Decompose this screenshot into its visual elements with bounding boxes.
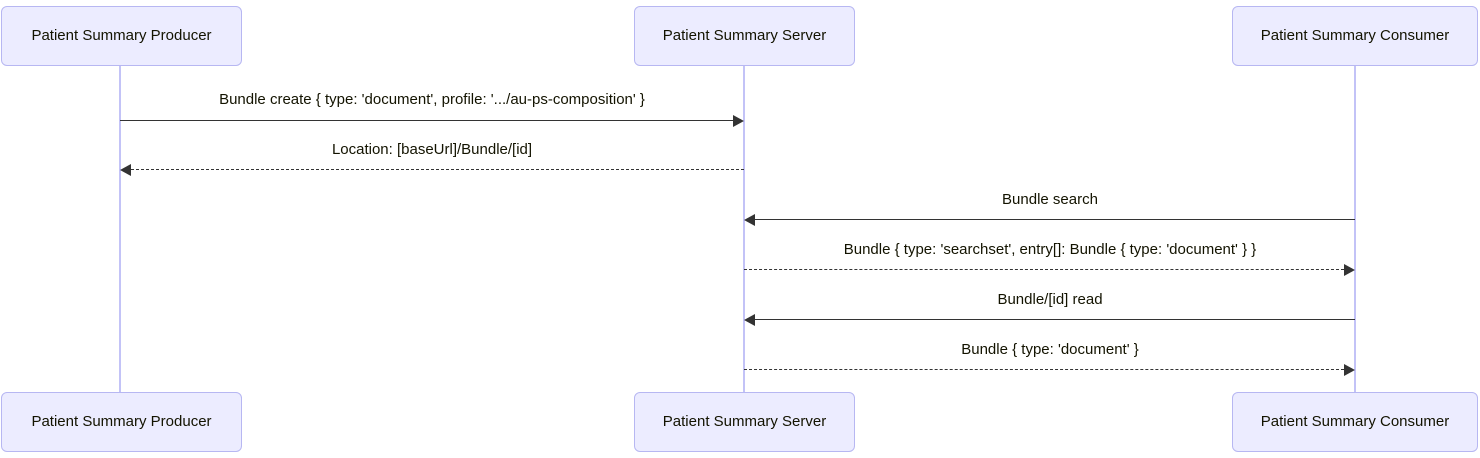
- actor-label-consumer: Patient Summary Consumer: [1260, 413, 1450, 430]
- actor-box-producer-bottom[interactable]: Patient Summary Producer: [1, 392, 242, 452]
- actor-label-producer: Patient Summary Producer: [31, 413, 212, 430]
- message-line-5: [744, 369, 1344, 370]
- message-arrowhead-2: [744, 214, 755, 226]
- actor-label-producer: Patient Summary Producer: [31, 27, 212, 44]
- message-line-3: [744, 269, 1344, 270]
- actor-box-server-top[interactable]: Patient Summary Server: [634, 6, 855, 66]
- lifeline-producer: [119, 66, 121, 392]
- actor-box-server-bottom[interactable]: Patient Summary Server: [634, 392, 855, 452]
- message-label-2: Bundle search: [1002, 191, 1098, 208]
- message-label-5: Bundle { type: 'document' }: [961, 341, 1139, 358]
- actor-box-consumer-top[interactable]: Patient Summary Consumer: [1232, 6, 1478, 66]
- message-line-4: [755, 319, 1355, 320]
- actor-label-server: Patient Summary Server: [662, 413, 827, 430]
- message-arrowhead-1: [120, 164, 131, 176]
- actor-box-producer-top[interactable]: Patient Summary Producer: [1, 6, 242, 66]
- lifeline-consumer: [1354, 66, 1356, 392]
- actor-label-consumer: Patient Summary Consumer: [1260, 27, 1450, 44]
- message-arrowhead-0: [733, 115, 744, 127]
- message-arrowhead-3: [1344, 264, 1355, 276]
- message-label-3: Bundle { type: 'searchset', entry[]: Bun…: [843, 241, 1257, 258]
- actor-box-consumer-bottom[interactable]: Patient Summary Consumer: [1232, 392, 1478, 452]
- message-arrowhead-5: [1344, 364, 1355, 376]
- lifeline-server: [743, 66, 745, 392]
- message-label-1: Location: [baseUrl]/Bundle/[id]: [331, 141, 533, 158]
- message-line-1: [131, 169, 744, 170]
- message-label-0: Bundle create { type: 'document', profil…: [219, 91, 645, 108]
- message-arrowhead-4: [744, 314, 755, 326]
- actor-label-server: Patient Summary Server: [662, 27, 827, 44]
- message-line-2: [755, 219, 1355, 220]
- message-label-4: Bundle/[id] read: [997, 291, 1103, 308]
- message-line-0: [120, 120, 733, 121]
